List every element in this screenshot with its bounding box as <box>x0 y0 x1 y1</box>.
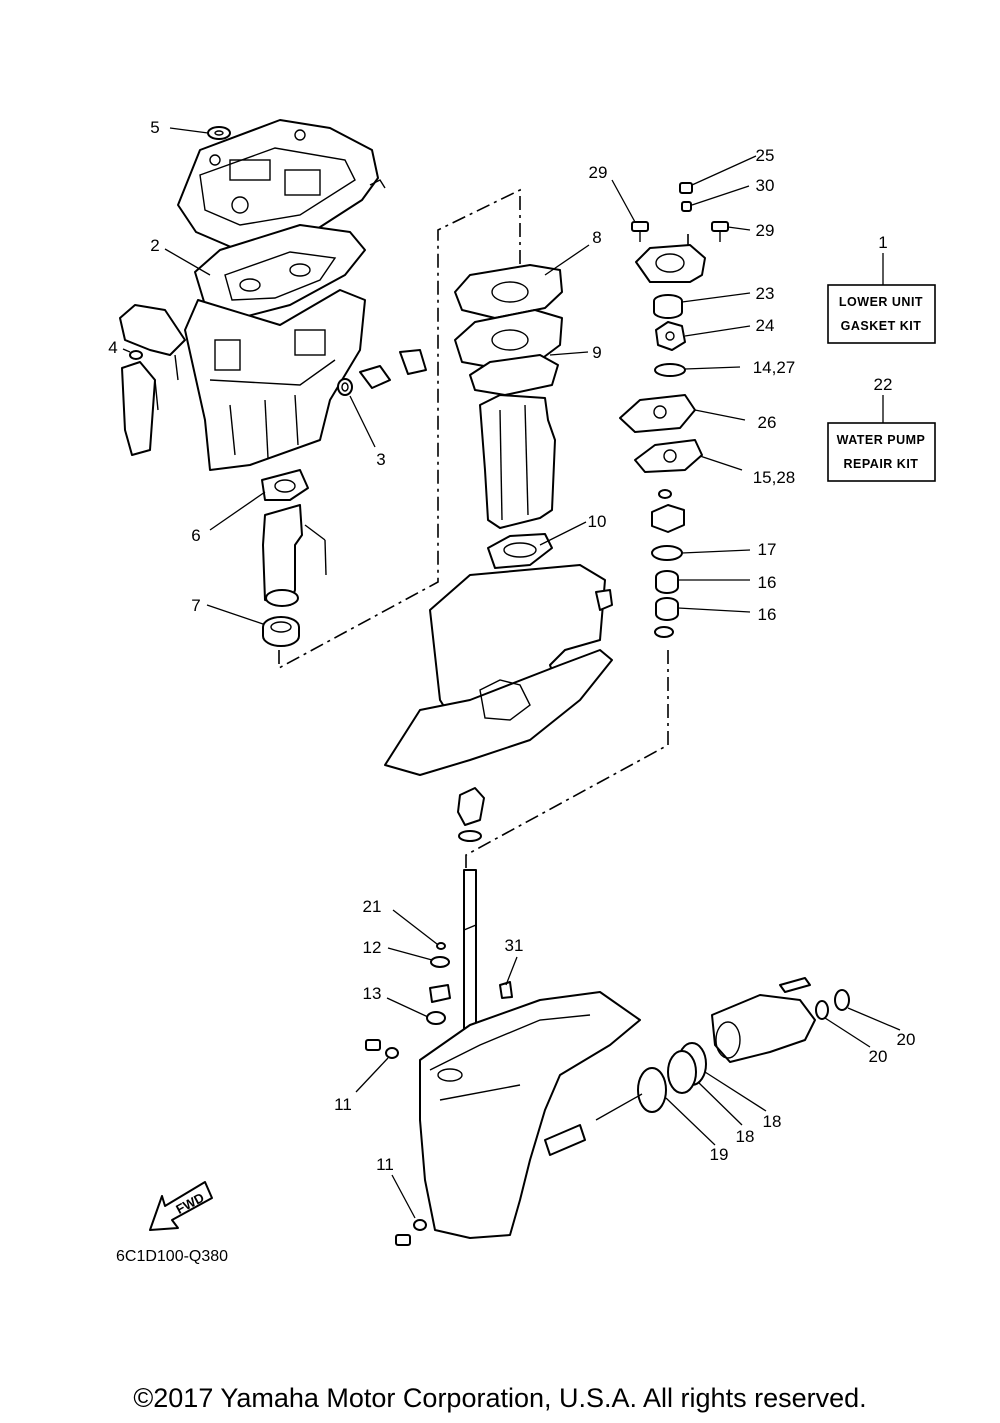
callout-18-left: 18 <box>736 1127 755 1146</box>
callout-26: 26 <box>758 413 777 432</box>
callout-20-right: 20 <box>897 1030 916 1049</box>
callout-30: 30 <box>756 176 775 195</box>
part-10-seal <box>487 533 553 569</box>
drive-shaft <box>463 869 477 1041</box>
part-6-gasket <box>261 469 309 501</box>
lower-unit-kit-line2: GASKET KIT <box>841 319 922 333</box>
callout-21: 21 <box>363 897 382 916</box>
washer <box>654 626 674 638</box>
callout-11-upper: 11 <box>334 1095 352 1114</box>
callout-6: 6 <box>191 526 200 545</box>
callout-16-upper: 16 <box>758 573 777 592</box>
callout-14-27: 14,27 <box>753 358 796 377</box>
part-5-seal <box>207 126 231 140</box>
callout-25: 25 <box>756 146 775 165</box>
spring-part <box>429 984 451 1003</box>
part-29-bolt-right <box>711 221 729 242</box>
callout-18-right: 18 <box>763 1112 782 1131</box>
part-20-seal-a <box>815 1000 829 1020</box>
callout-3: 3 <box>376 450 385 469</box>
exhaust-guide <box>262 504 327 607</box>
fwd-arrow-icon: FWD <box>149 1181 213 1231</box>
prop-shaft-housing <box>711 977 816 1063</box>
callout-24: 24 <box>756 316 775 335</box>
drawing-code: 6C1D100-Q380 <box>116 1248 229 1265</box>
callout-22: 22 <box>874 375 893 394</box>
alignment-lines <box>278 188 689 870</box>
part-19-oring <box>637 1067 667 1113</box>
lower-impeller <box>457 787 485 842</box>
upper-casing-plate <box>177 119 386 251</box>
callout-15-28: 15,28 <box>753 468 796 487</box>
part-9-gasket <box>454 309 563 396</box>
callout-1: 1 <box>878 233 887 252</box>
pump-housing <box>635 244 706 283</box>
callout-31: 31 <box>505 936 524 955</box>
callout-29-left: 29 <box>589 163 608 182</box>
part-8-gasket <box>454 264 563 319</box>
part-23-insert <box>653 294 683 319</box>
part-25-bolt <box>679 182 693 194</box>
cartridge-parts <box>651 489 685 533</box>
part-16-seal-lower <box>655 597 679 621</box>
callout-10: 10 <box>588 512 607 531</box>
water-pump-kit-line2: REPAIR KIT <box>844 457 919 471</box>
part-11-screw-upper <box>365 1039 399 1059</box>
lower-unit-gasket-kit-box: LOWER UNIT GASKET KIT <box>827 284 936 344</box>
part-15-28-gasket <box>634 439 703 473</box>
water-pump-repair-kit-box: WATER PUMP REPAIR KIT <box>827 422 936 482</box>
part-14-27-oring <box>654 363 686 377</box>
copyright-footer: ©2017 Yamaha Motor Corporation, U.S.A. A… <box>133 1383 867 1413</box>
part-17-oring <box>651 545 683 561</box>
callout-4: 4 <box>108 338 117 357</box>
callout-29-right: 29 <box>756 221 775 240</box>
lower-unit-kit-line1: LOWER UNIT <box>839 295 923 309</box>
part-13-oring <box>426 1011 446 1025</box>
callout-23: 23 <box>756 284 775 303</box>
part-3-seal <box>337 349 427 396</box>
callout-12: 12 <box>363 938 382 957</box>
callout-20-left: 20 <box>869 1047 888 1066</box>
callout-19: 19 <box>710 1145 729 1164</box>
part-21-pin <box>436 942 446 950</box>
part-7-seal <box>262 616 300 647</box>
callout-11-lower: 11 <box>376 1155 394 1174</box>
callout-7: 7 <box>191 596 200 615</box>
callout-2: 2 <box>150 236 159 255</box>
part-29-bolt-left <box>631 221 649 242</box>
part-26-outer-plate <box>619 394 696 433</box>
part-11-screw-lower <box>395 1219 427 1246</box>
callout-9: 9 <box>592 343 601 362</box>
part-16-seal-upper <box>655 570 679 594</box>
callout-13: 13 <box>363 984 382 1003</box>
callout-5: 5 <box>150 118 159 137</box>
water-pump-kit-line1: WATER PUMP <box>837 433 926 447</box>
part-18-oring-b <box>667 1050 697 1094</box>
part-24-impeller <box>655 321 686 351</box>
callout-numbers: 1 22 5 2 4 3 6 7 8 9 10 29 25 30 29 23 2… <box>108 118 915 1174</box>
leader-lines <box>122 127 901 1219</box>
part-12-bushing <box>430 956 450 968</box>
part-30-grommet <box>681 201 692 212</box>
fwd-label: FWD <box>173 1190 206 1217</box>
callout-17: 17 <box>758 540 777 559</box>
callout-16-lower: 16 <box>758 605 777 624</box>
upper-casing-housing <box>184 289 366 471</box>
part-4-bracket <box>119 304 186 456</box>
part-20-seal-b <box>834 989 850 1011</box>
exhaust-extension <box>479 394 556 529</box>
lower-unit-housing <box>419 991 641 1239</box>
callout-8: 8 <box>592 228 601 247</box>
upper-case-midsection <box>384 564 613 776</box>
